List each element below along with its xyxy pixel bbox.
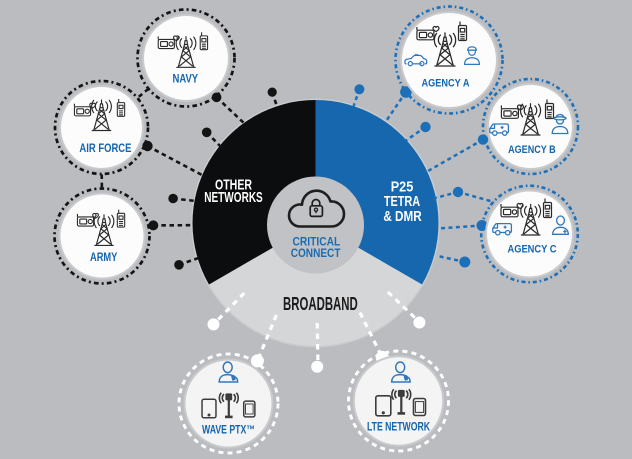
svg-text:NAVY: NAVY (172, 74, 198, 86)
svg-text:NETWORKS: NETWORKS (204, 189, 263, 206)
svg-text:LTE NETWORK: LTE NETWORK (367, 422, 431, 434)
svg-text:& DMR: & DMR (383, 208, 421, 225)
svg-text:AIR FORCE: AIR FORCE (79, 143, 131, 155)
svg-text:ARMY: ARMY (90, 252, 118, 264)
svg-text:CRITICAL: CRITICAL (293, 237, 341, 249)
svg-text:P25: P25 (391, 178, 414, 195)
svg-text:AGENCY A: AGENCY A (422, 78, 470, 90)
svg-text:CONNECT: CONNECT (291, 248, 341, 260)
svg-text:TETRA: TETRA (384, 193, 420, 210)
svg-text:WAVE PTX™: WAVE PTX™ (202, 424, 255, 436)
svg-text:AGENCY C: AGENCY C (508, 244, 557, 256)
svg-text:AGENCY B: AGENCY B (508, 144, 556, 156)
svg-text:BROADBAND: BROADBAND (283, 293, 358, 314)
svg-text:OTHER: OTHER (215, 177, 252, 194)
